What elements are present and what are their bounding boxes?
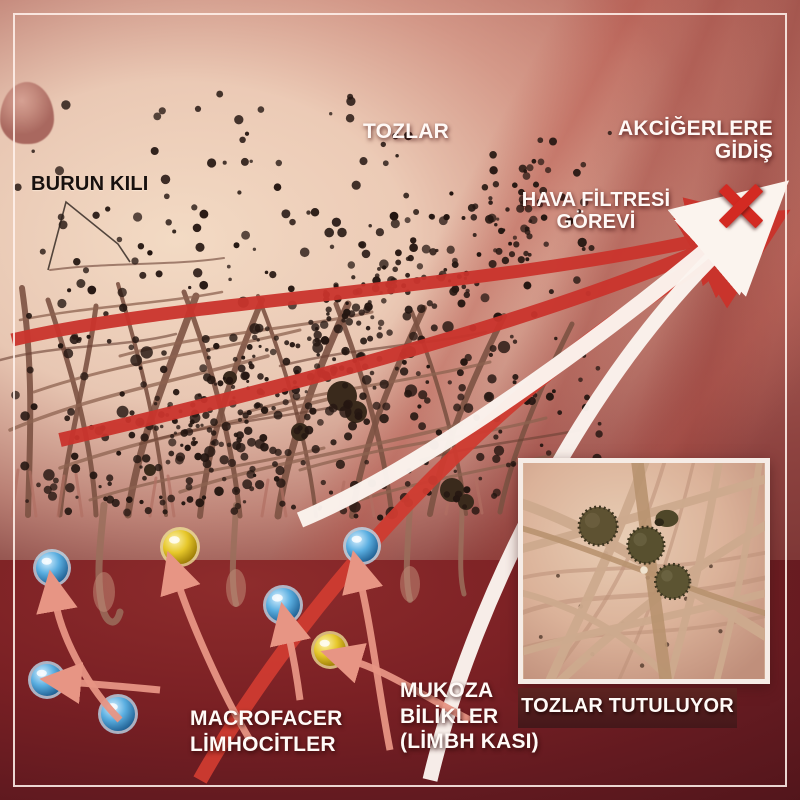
label-dust: TOZLAR: [363, 120, 449, 143]
inset-image: [523, 463, 765, 679]
inset-caption-bar: [518, 688, 737, 728]
inset-caption-text: TOZLAR TUTULUYOR: [521, 695, 734, 717]
label-to-lungs: AKCİĞERLERE GİDİŞ: [617, 117, 773, 163]
mucous-gland: [0, 82, 54, 144]
label-nasal-hair: BURUN KILI: [31, 173, 149, 195]
label-mucosa: MUKOZA BİLİKLER (LİMBH KASI): [400, 679, 539, 754]
label-macrophages: MACROFACER LİMHOCİTLER: [190, 707, 343, 756]
red-x-icon: [715, 180, 767, 232]
label-air-filter-duty: HAVA FİLTRESİ GÖREVİ: [521, 189, 671, 233]
inset-panel: [518, 458, 770, 684]
